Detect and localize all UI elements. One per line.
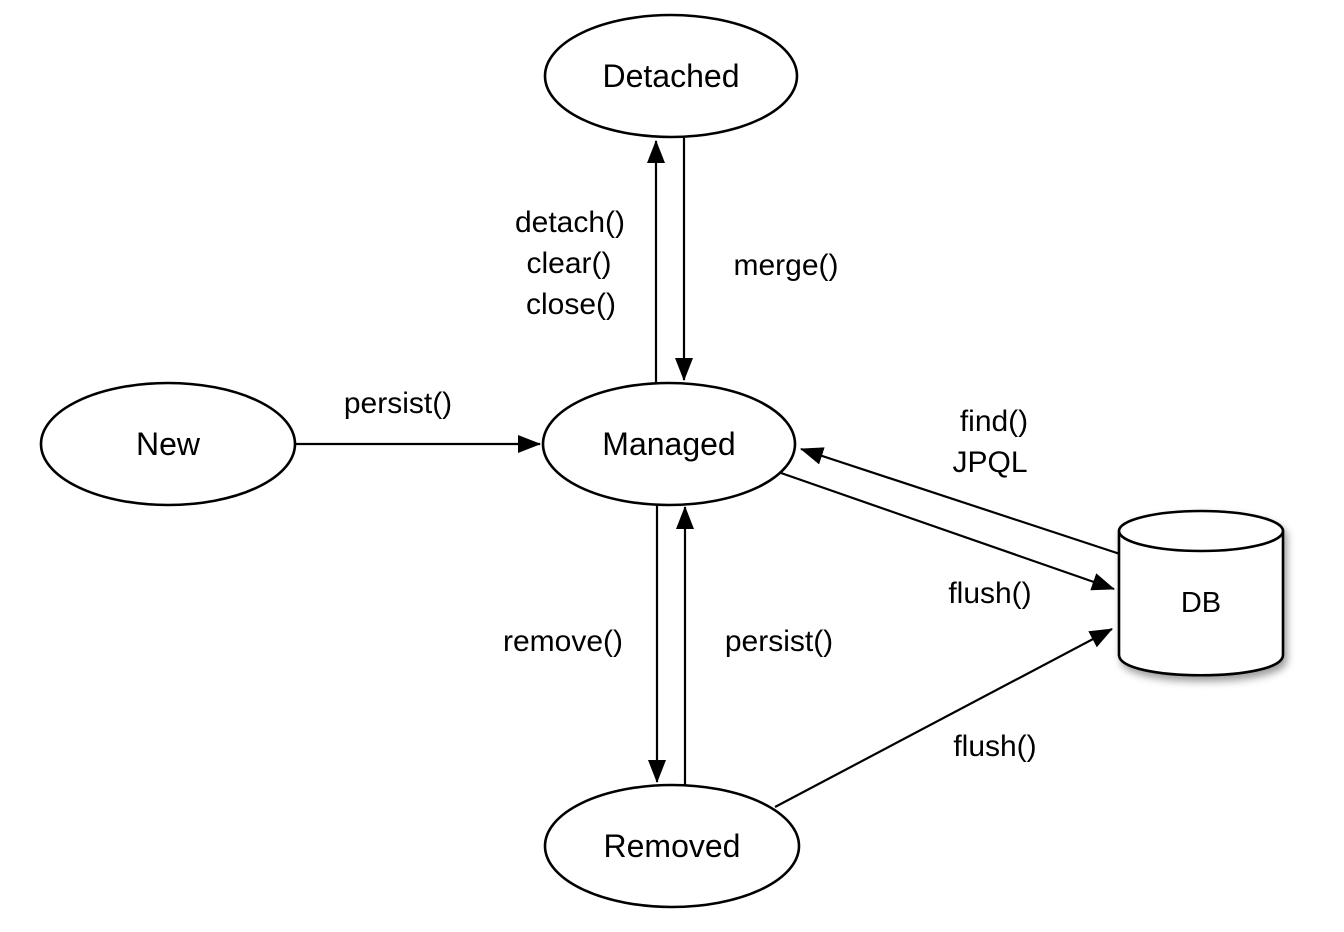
new-ellipse xyxy=(39,381,297,507)
label-clear: clear() xyxy=(526,247,611,280)
new-label: New xyxy=(136,426,201,462)
label-merge: merge() xyxy=(733,249,838,282)
removed-label: Removed xyxy=(604,828,741,864)
edge-labels: persist() detach() clear() close() merge… xyxy=(344,206,1037,763)
node-db: DB xyxy=(1117,509,1285,677)
removed-ellipse xyxy=(543,783,801,909)
node-managed: Managed xyxy=(541,381,797,507)
node-detached: Detached xyxy=(543,13,799,139)
label-close: close() xyxy=(526,288,616,321)
node-removed: Removed xyxy=(543,783,801,909)
label-find: find() xyxy=(960,405,1028,438)
detached-ellipse xyxy=(543,13,799,139)
label-remove: remove() xyxy=(503,625,623,658)
edge-removed-to-db-arrow xyxy=(774,628,1113,808)
label-flush-lower: flush() xyxy=(953,730,1036,763)
label-detach: detach() xyxy=(515,206,625,239)
managed-label: Managed xyxy=(602,426,735,462)
label-persist-top: persist() xyxy=(344,387,452,420)
db-cylinder-top xyxy=(1117,509,1285,553)
managed-ellipse xyxy=(541,381,797,507)
label-jpql: JPQL xyxy=(952,446,1027,479)
label-persist-bottom: persist() xyxy=(725,625,833,658)
node-new: New xyxy=(39,381,297,507)
detached-label: Detached xyxy=(603,58,740,94)
label-flush-upper: flush() xyxy=(948,577,1031,610)
edges xyxy=(296,138,1121,808)
db-cylinder xyxy=(1117,509,1285,677)
edge-managed-to-db-arrow xyxy=(780,471,1115,591)
db-label: DB xyxy=(1181,587,1221,619)
db-cylinder-body xyxy=(1117,531,1285,677)
edge-db-to-managed-arrow xyxy=(800,447,1121,556)
